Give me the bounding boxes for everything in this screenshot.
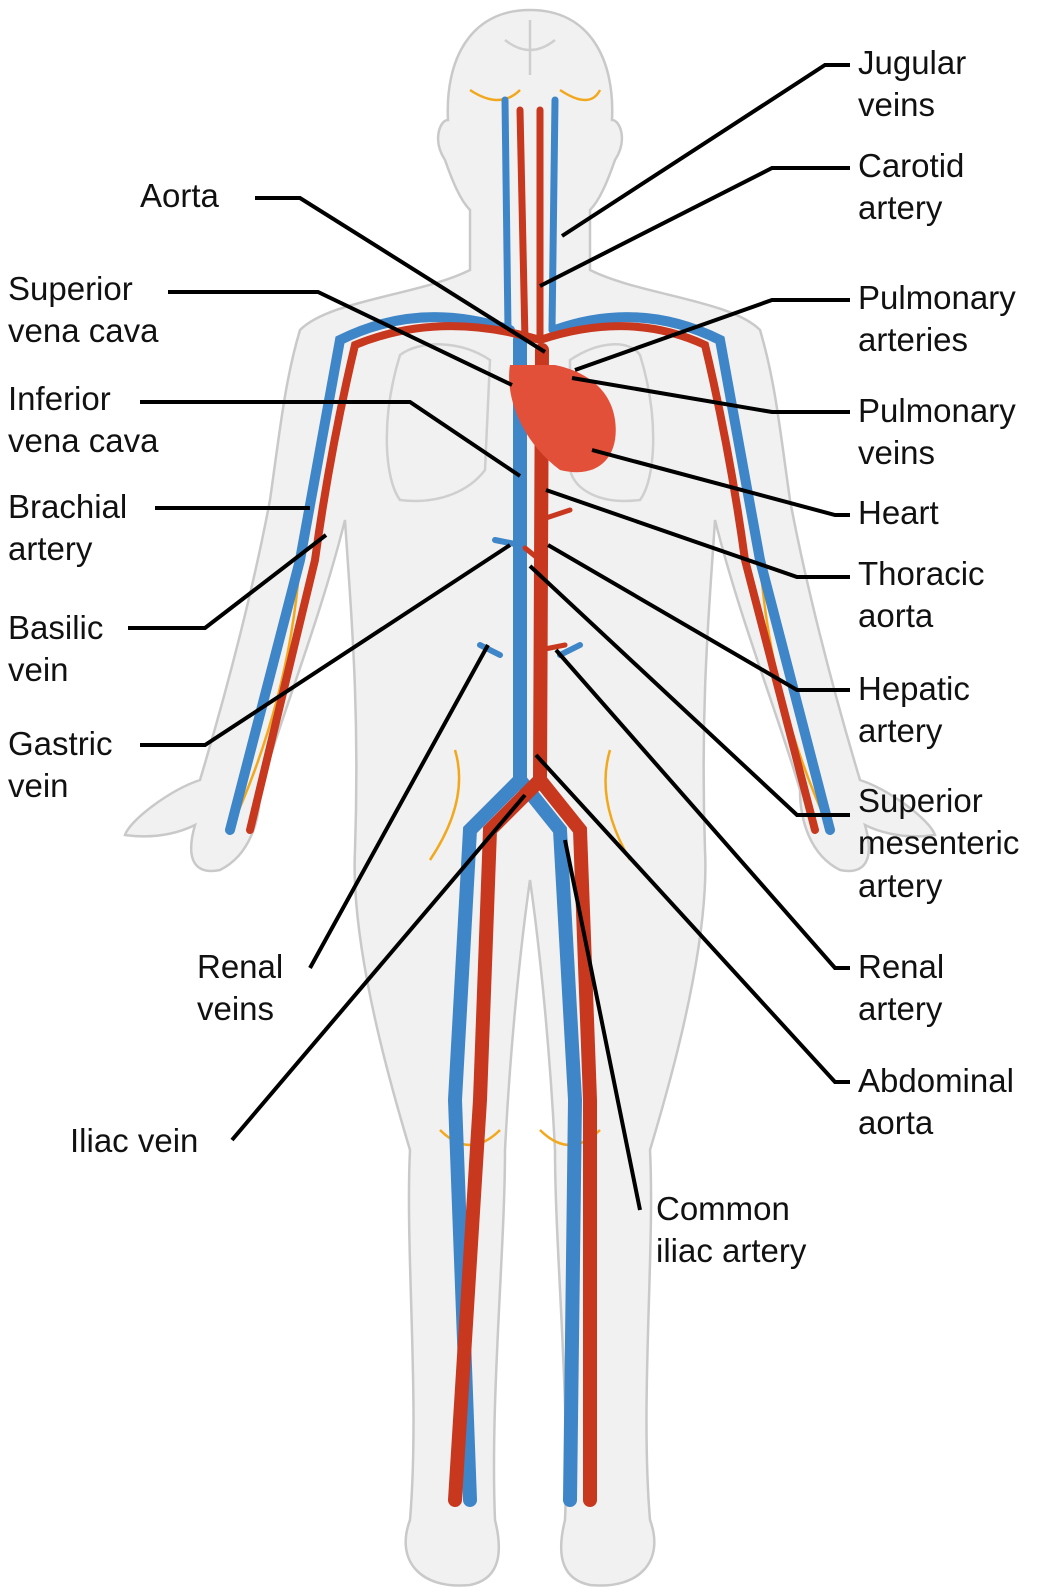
leader-lines: [128, 63, 850, 1211]
label-aorta: Aorta: [140, 177, 220, 214]
label-iliac-vein: Iliac vein: [70, 1122, 198, 1159]
label-heart: Heart: [858, 494, 939, 531]
heart-shape: [509, 365, 616, 473]
vessels: [225, 88, 835, 1507]
